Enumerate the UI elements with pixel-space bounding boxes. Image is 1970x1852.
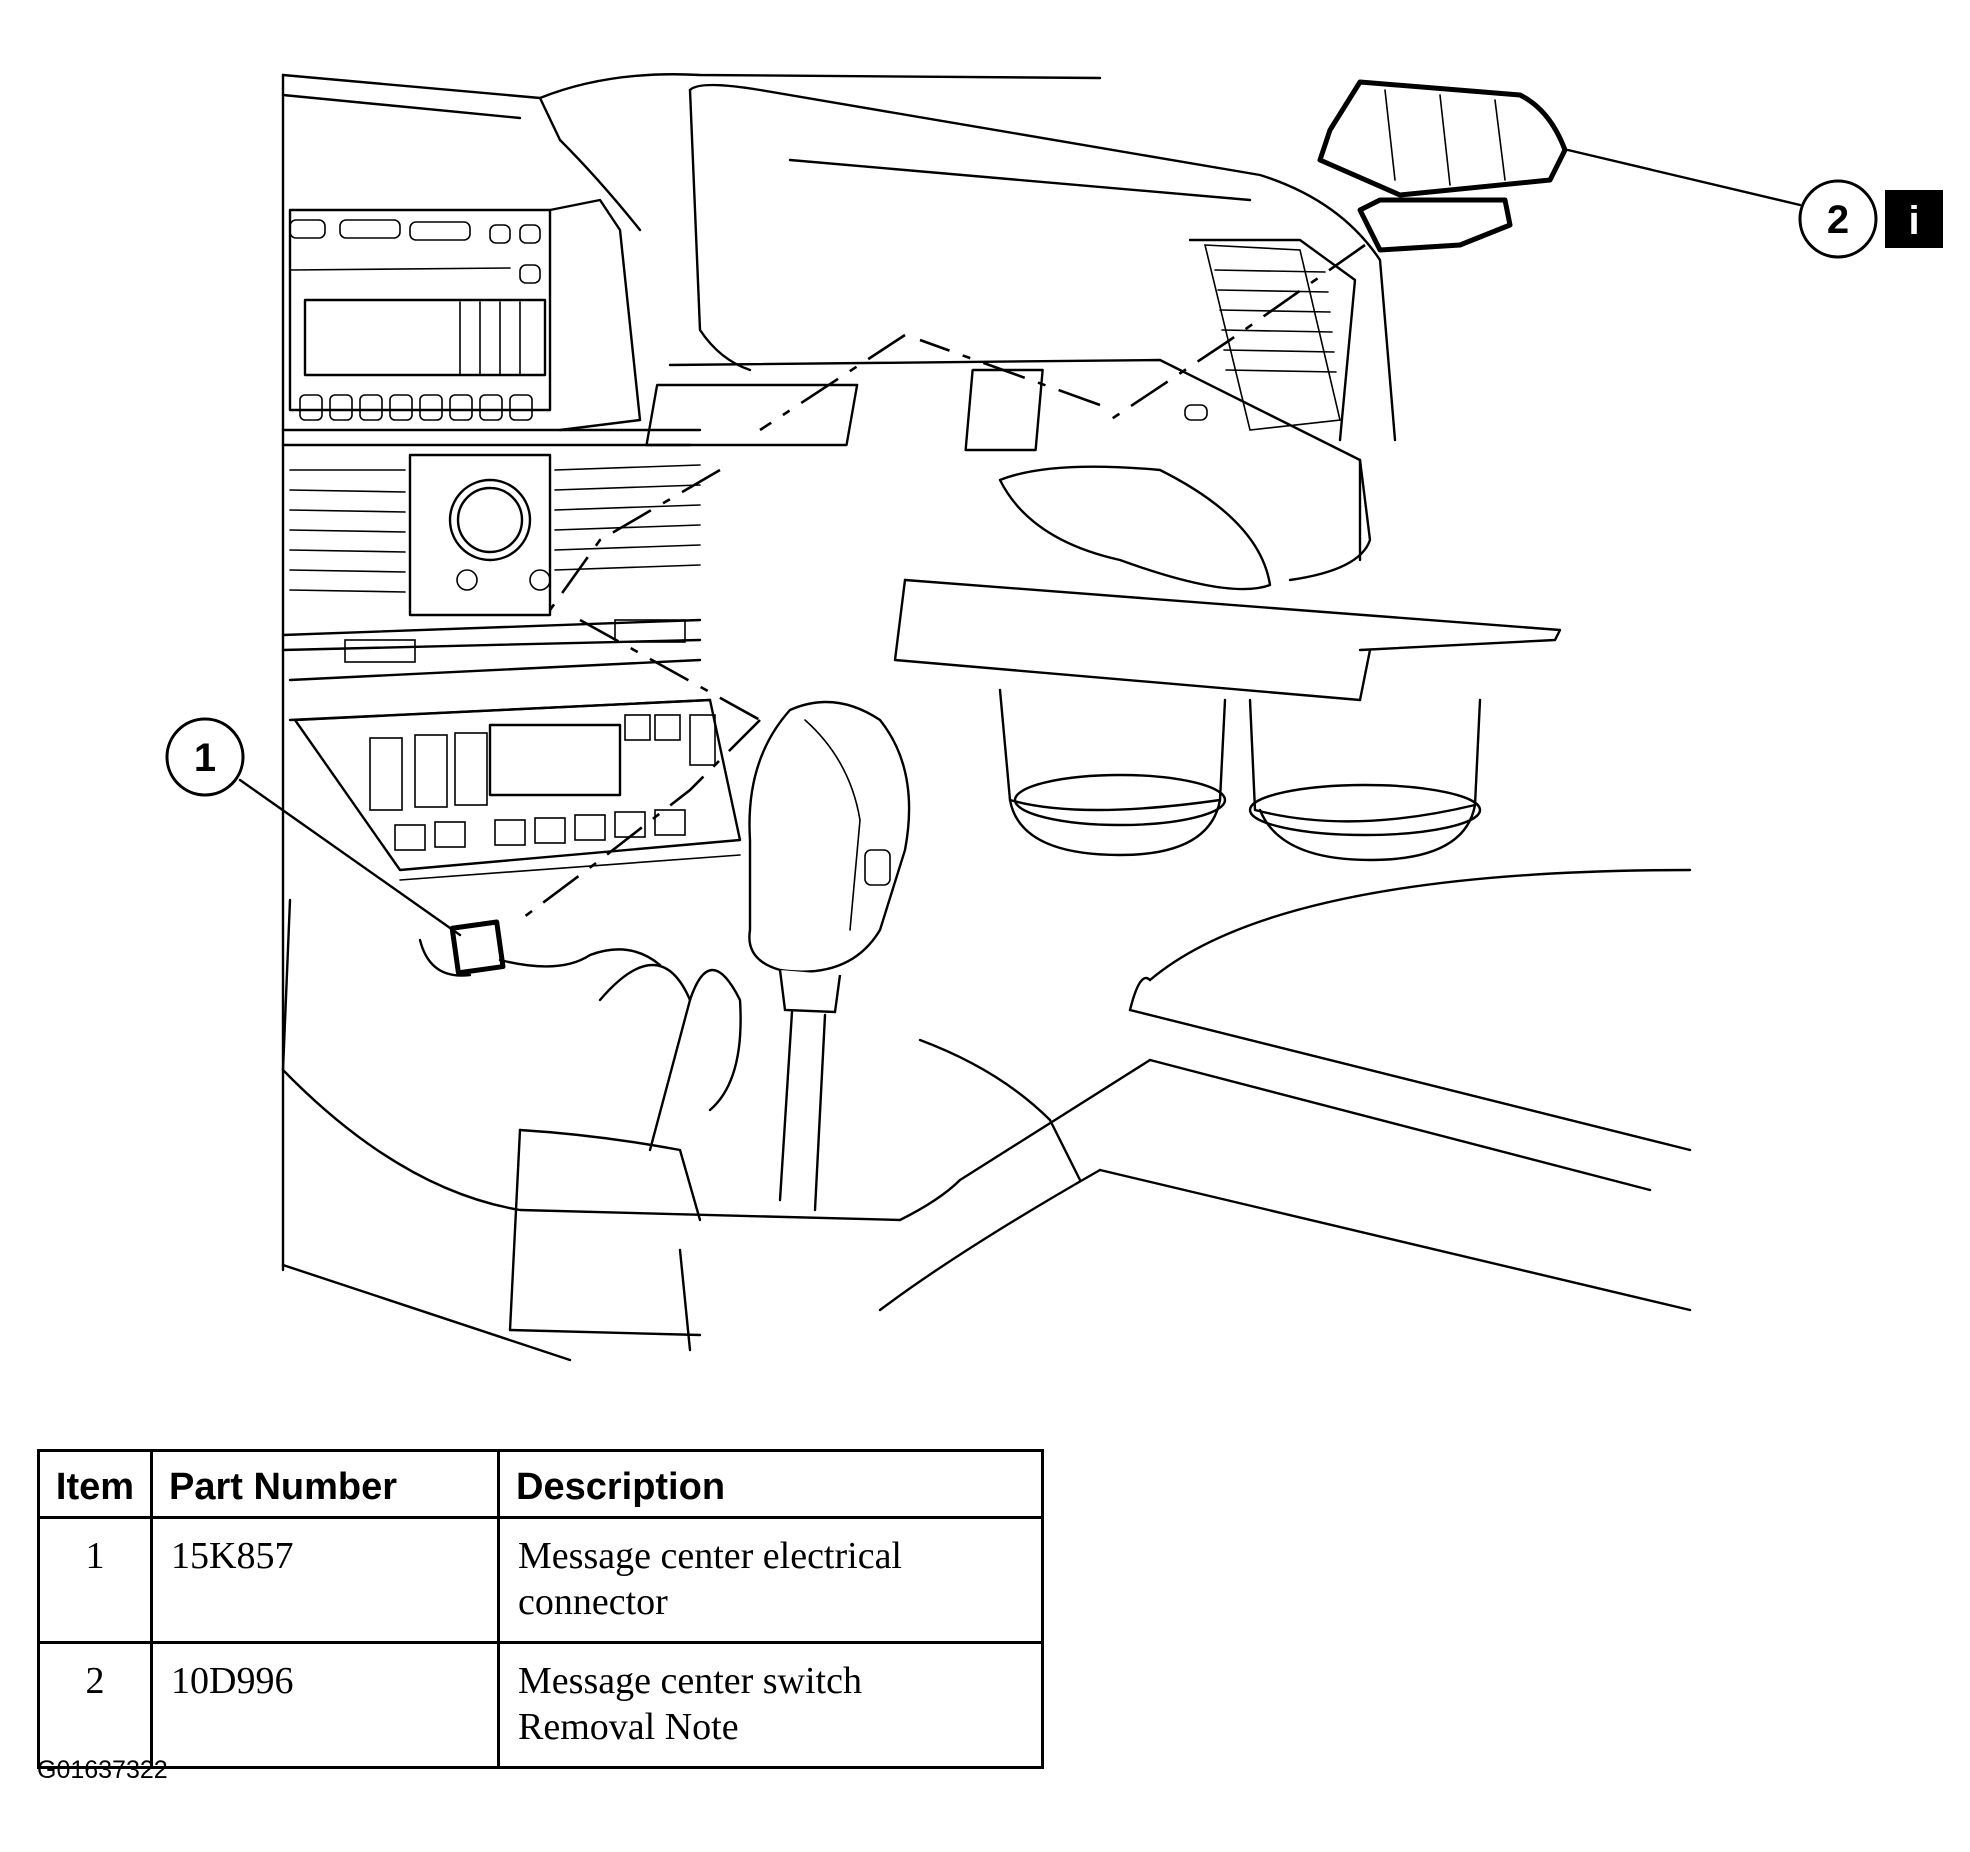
info-icon-letter: i [1908,199,1919,243]
callout-2-leader [1566,148,1802,207]
item-cell: 1 [37,1516,153,1644]
description-line: Removal Note [518,1706,739,1748]
description-line: connector [518,1581,668,1623]
callout-1: 1 [165,717,245,797]
table-row: 2 10D996 Message center switch Removal N… [37,1641,1044,1769]
description-cell: Message center electrical connector [497,1516,1044,1644]
description-cell: Message center switch Removal Note [497,1641,1044,1769]
callout-2: 2 [1798,179,1878,259]
center-vent [289,453,701,663]
callout-2-label: 2 [1827,198,1849,242]
parts-table: Item Part Number Description 1 15K857 Me… [37,1449,1044,1769]
instrument-cluster-hood [645,83,1397,591]
item-cell: 2 [37,1641,153,1769]
lower-console [281,868,1692,1362]
figure-id: G01637322 [37,1756,168,1784]
message-center-electrical-connector [418,919,662,977]
callout-1-leader [238,778,462,937]
console-cupholder [893,578,1562,862]
gear-shifter [748,700,911,1212]
assembly-lines [519,243,1366,922]
table-row: 1 15K857 Message center electrical conne… [37,1516,1044,1644]
description-column-header: Description [497,1449,1044,1519]
message-center-switch [1317,79,1568,253]
part-number-cell: 10D996 [150,1641,500,1769]
climate-control-panel [293,698,742,881]
item-column-header: Item [37,1449,153,1519]
part-number-column-header: Part Number [150,1449,500,1519]
radio-unit [288,198,642,432]
description-line: Message center switch [518,1660,862,1702]
part-number-cell: 15K857 [150,1516,500,1644]
description-line: Message center electrical [518,1535,902,1577]
callout-1-label: 1 [194,736,216,780]
dashboard-outline [281,73,1102,1272]
info-icon: i [1885,190,1943,248]
parts-table-header-row: Item Part Number Description [37,1449,1044,1519]
